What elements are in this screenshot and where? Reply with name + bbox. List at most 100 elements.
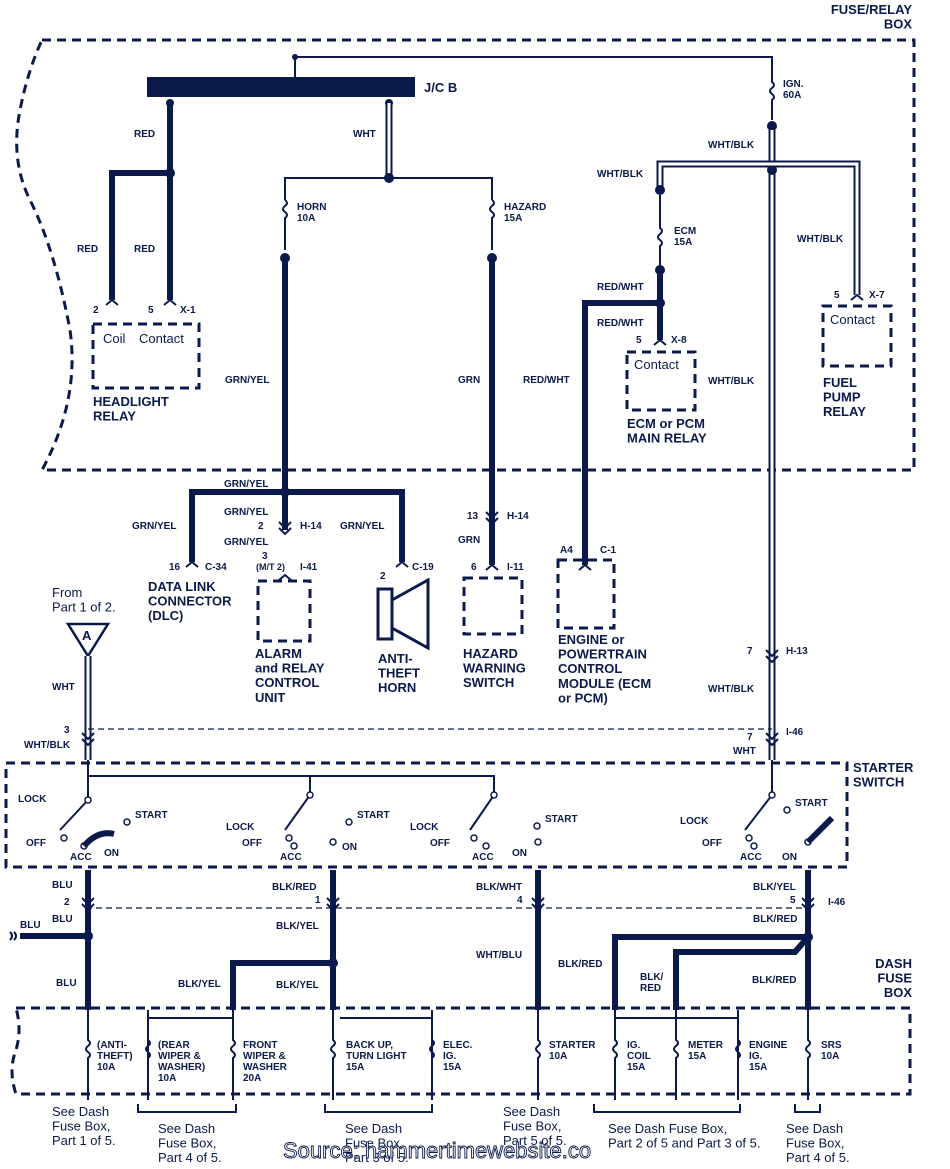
lock-label: LOCK <box>680 816 709 827</box>
off-label: OFF <box>242 838 262 849</box>
svg-text:13: 13 <box>467 511 479 522</box>
svg-text:RED: RED <box>77 244 98 255</box>
svg-text:WHT/BLK: WHT/BLK <box>597 169 644 180</box>
svg-text:BLU: BLU <box>52 880 73 891</box>
svg-text:C-1: C-1 <box>600 545 617 556</box>
svg-text:BLU: BLU <box>52 914 73 925</box>
svg-text:BLK/RED: BLK/RED <box>272 882 316 893</box>
svg-text:I-46: I-46 <box>828 897 846 908</box>
start-label: START <box>357 810 390 821</box>
svg-text:WHT/BLK: WHT/BLK <box>708 684 755 695</box>
svg-text:BLK/YEL: BLK/YEL <box>753 882 796 893</box>
svg-text:WHT/BLU: WHT/BLU <box>476 950 522 961</box>
svg-text:X-1: X-1 <box>180 305 196 316</box>
dash-fuse-elec-ig: ELEC.IG.15A <box>429 1010 473 1100</box>
fuel-pump-relay-box <box>821 304 893 368</box>
svg-text:5: 5 <box>790 895 796 906</box>
lock-label: LOCK <box>18 794 47 805</box>
lock-label: LOCK <box>410 822 439 833</box>
svg-text:C-19: C-19 <box>412 562 434 573</box>
svg-text:RED: RED <box>134 244 155 255</box>
jcb-label: J/C B <box>424 80 457 95</box>
off-label: OFF <box>430 838 450 849</box>
svg-text:I-46: I-46 <box>786 727 804 738</box>
svg-text:3: 3 <box>262 551 268 562</box>
svg-text:7: 7 <box>747 732 753 743</box>
svg-text:WHT/BLK: WHT/BLK <box>708 376 755 387</box>
svg-text:WHT: WHT <box>733 746 756 757</box>
svg-text:BLK/RED: BLK/RED <box>558 959 602 970</box>
off-label: OFF <box>702 838 722 849</box>
acc-label: ACC <box>740 852 762 863</box>
svg-text:WHT/BLK: WHT/BLK <box>708 140 755 151</box>
off-label: OFF <box>26 838 46 849</box>
svg-text:BLK/YEL: BLK/YEL <box>276 921 319 932</box>
svg-text:A4: A4 <box>560 545 573 556</box>
svg-text:5: 5 <box>148 305 154 316</box>
svg-text:3: 3 <box>64 725 70 736</box>
svg-text:2: 2 <box>380 571 386 582</box>
start-label: START <box>795 798 828 809</box>
svg-text:C-34: C-34 <box>205 562 227 573</box>
svg-text:4: 4 <box>517 895 523 906</box>
svg-text:GRN/YEL: GRN/YEL <box>340 521 384 532</box>
svg-text:GRN/YEL: GRN/YEL <box>132 521 176 532</box>
jcb-bus-bar <box>147 77 415 97</box>
svg-text:2: 2 <box>258 521 264 532</box>
svg-text:(M/T 2): (M/T 2) <box>256 562 285 572</box>
svg-text:WHT: WHT <box>353 129 376 140</box>
acc-label: ACC <box>472 852 494 863</box>
svg-text:2: 2 <box>93 305 99 316</box>
svg-text:Contact: Contact <box>634 357 679 372</box>
svg-text:GRN/YEL: GRN/YEL <box>225 375 269 386</box>
alarm-unit-box <box>256 579 312 643</box>
svg-text:WHT/BLK: WHT/BLK <box>24 740 71 751</box>
fuse-label: ELEC.IG.15A <box>443 1040 473 1073</box>
svg-text:RED/WHT: RED/WHT <box>597 282 644 293</box>
svg-text:GRN/YEL: GRN/YEL <box>224 507 268 518</box>
on-label: ON <box>342 842 357 853</box>
svg-text:GRN/YEL: GRN/YEL <box>224 537 268 548</box>
svg-text:X-7: X-7 <box>869 290 885 301</box>
svg-text:X-8: X-8 <box>671 335 687 346</box>
from-part-badge <box>65 622 111 659</box>
svg-text:6: 6 <box>471 562 477 573</box>
svg-text:BLK/RED: BLK/RED <box>640 972 664 994</box>
svg-text:GRN: GRN <box>458 375 480 386</box>
svg-text:I-41: I-41 <box>300 562 318 573</box>
ign-fuse-label: IGN.60A <box>783 79 804 101</box>
hazard-switch-box <box>462 576 524 636</box>
fuse-relay-box-outline <box>15 38 916 472</box>
svg-text:16: 16 <box>169 562 181 573</box>
svg-text:RED/WHT: RED/WHT <box>597 318 644 329</box>
svg-text:Contact: Contact <box>830 312 875 327</box>
on-label: ON <box>104 848 119 859</box>
acc-label: ACC <box>70 852 92 863</box>
top-bus-wire <box>294 56 773 84</box>
